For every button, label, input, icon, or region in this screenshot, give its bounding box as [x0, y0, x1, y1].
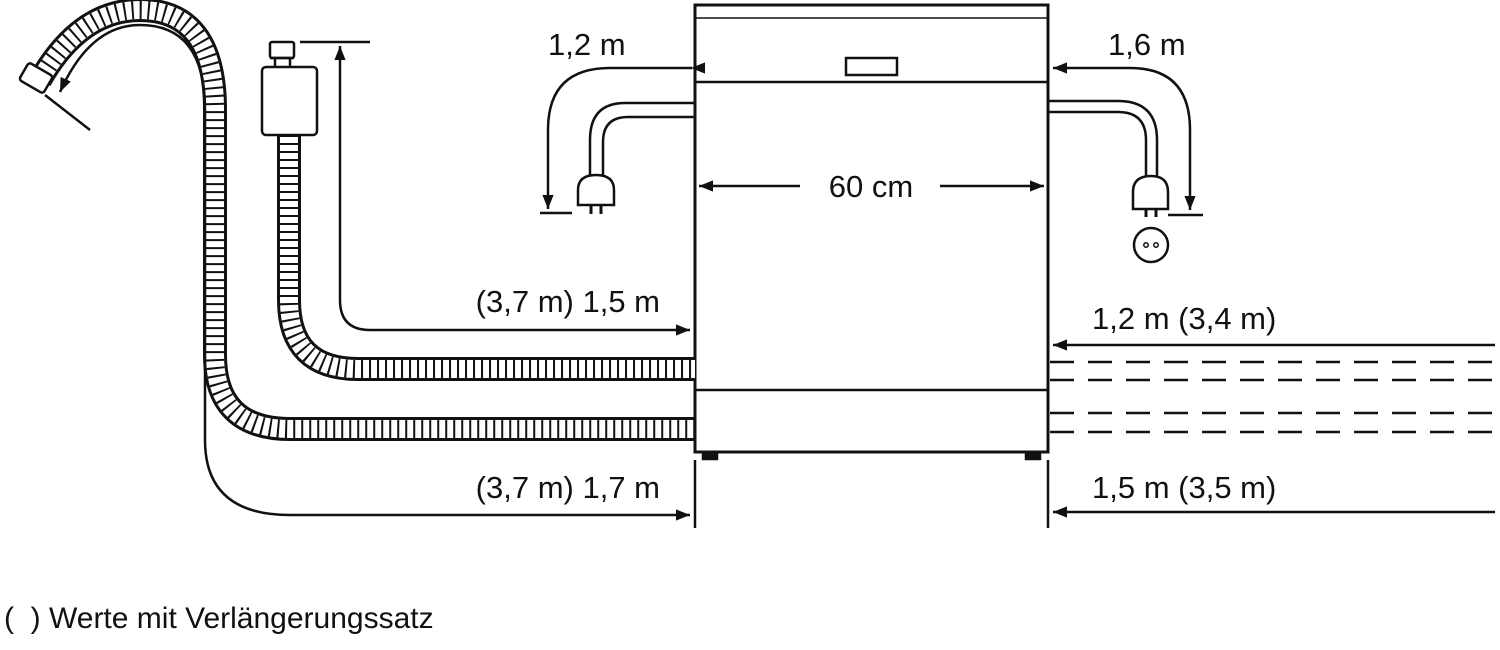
width-label: 60 cm — [829, 169, 913, 204]
dashed-lines — [1050, 360, 1495, 434]
aquastop-valve — [260, 65, 319, 137]
footnote: ( ) Werte mit Verlängerungssatz — [4, 602, 434, 635]
dishwasher — [693, 3, 1050, 461]
right-lower-label: 1,5 m (3,5 m) — [1092, 470, 1276, 505]
inlet-hose-label: (3,7 m) 1,5 m — [476, 284, 660, 319]
inlet-hose — [260, 40, 695, 381]
drain-arrow — [58, 23, 207, 440]
right-upper-label: 1,2 m (3,4 m) — [1092, 301, 1276, 336]
socket-icon — [1132, 226, 1170, 264]
power-right-arrow — [1129, 66, 1196, 210]
drain-hose — [18, 0, 695, 441]
power-left-arrow — [542, 66, 692, 209]
power-left-label: 1,2 m — [548, 27, 626, 62]
drain-hose-label: (3,7 m) 1,7 m — [476, 470, 660, 505]
plug-icon — [1131, 174, 1170, 211]
power-right-label: 1,6 m — [1108, 27, 1186, 62]
plug-icon — [576, 173, 616, 207]
display-panel — [844, 56, 899, 77]
power-cord-right — [1048, 99, 1170, 264]
power-cord-left — [576, 101, 695, 214]
